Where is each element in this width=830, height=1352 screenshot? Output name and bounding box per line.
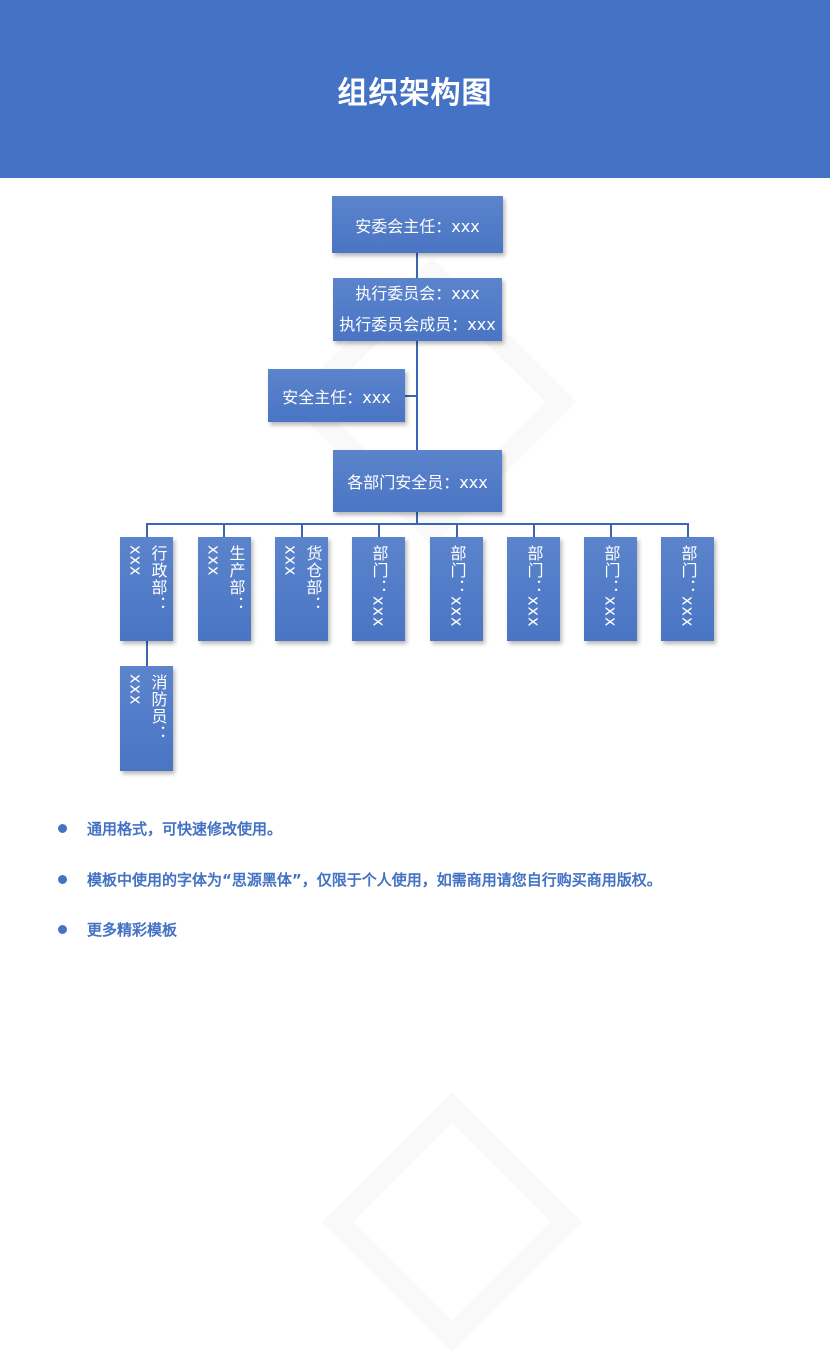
connector-line — [456, 523, 458, 537]
org-node-safety-director: 安全主任：xxx — [268, 369, 405, 422]
more-templates-link[interactable]: 更多精彩模板 — [87, 921, 178, 939]
node-label: 部门：xxx — [678, 545, 698, 628]
node-label: 部门：xxx — [601, 545, 621, 628]
note-item: 通用格式，可快速修改使用。 — [58, 818, 282, 839]
watermark-shape — [321, 1091, 583, 1352]
node-label: 执行委员会成员：xxx — [339, 315, 496, 334]
node-label: 行政部：xxx — [126, 545, 168, 613]
connector-line — [146, 523, 148, 537]
connector-bus — [146, 523, 689, 525]
node-label: 部门：xxx — [524, 545, 544, 628]
node-label: 生产部：xxx — [204, 545, 246, 613]
note-text: 模板中使用的字体为“思源黑体”，仅限于个人使用，如需商用请您自行购买商用版权。 — [87, 871, 662, 889]
org-node-fire-warden: 消防员：xxx — [120, 666, 173, 771]
note-item: 模板中使用的字体为“思源黑体”，仅限于个人使用，如需商用请您自行购买商用版权。 — [58, 869, 662, 890]
connector-line — [146, 641, 148, 666]
node-label: 安委会主任：xxx — [355, 216, 480, 236]
page-title: 组织架构图 — [337, 76, 493, 111]
node-label: 安全主任：xxx — [282, 387, 391, 407]
org-node-chairman: 安委会主任：xxx — [332, 196, 503, 253]
org-node-executive-committee: 执行委员会：xxx 执行委员会成员：xxx — [333, 278, 502, 341]
connector-line — [610, 523, 612, 537]
bullet-dot-icon — [58, 824, 67, 833]
org-node-department: 货仓部：xxx — [275, 537, 328, 641]
org-node-department: 部门：xxx — [584, 537, 637, 641]
connector-line — [533, 523, 535, 537]
org-node-department: 部门：xxx — [507, 537, 560, 641]
node-label: 消防员：xxx — [126, 674, 168, 742]
header-banner: 组织架构图 — [0, 0, 830, 178]
node-label: 各部门安全员：xxx — [347, 473, 488, 492]
connector-line — [301, 523, 303, 537]
connector-line — [416, 253, 418, 278]
org-node-department: 生产部：xxx — [198, 537, 251, 641]
org-node-dept-safety-officers: 各部门安全员：xxx — [333, 450, 502, 512]
org-node-department: 部门：xxx — [430, 537, 483, 641]
org-node-department: 部门：xxx — [661, 537, 714, 641]
connector-line — [223, 523, 225, 537]
connector-line — [687, 523, 689, 537]
connector-line — [405, 395, 417, 397]
bullet-dot-icon — [58, 925, 67, 934]
node-label: 部门：xxx — [447, 545, 467, 628]
connector-line — [416, 341, 418, 450]
node-label: 货仓部：xxx — [281, 545, 323, 613]
bullet-dot-icon — [58, 875, 67, 884]
connector-line — [378, 523, 380, 537]
note-item[interactable]: 更多精彩模板 — [58, 919, 177, 940]
node-label: 部门：xxx — [369, 545, 389, 628]
node-label: 执行委员会：xxx — [355, 284, 480, 303]
connector-line — [416, 512, 418, 525]
org-node-department: 部门：xxx — [352, 537, 405, 641]
org-node-department: 行政部：xxx — [120, 537, 173, 641]
note-text: 通用格式，可快速修改使用。 — [87, 820, 283, 838]
